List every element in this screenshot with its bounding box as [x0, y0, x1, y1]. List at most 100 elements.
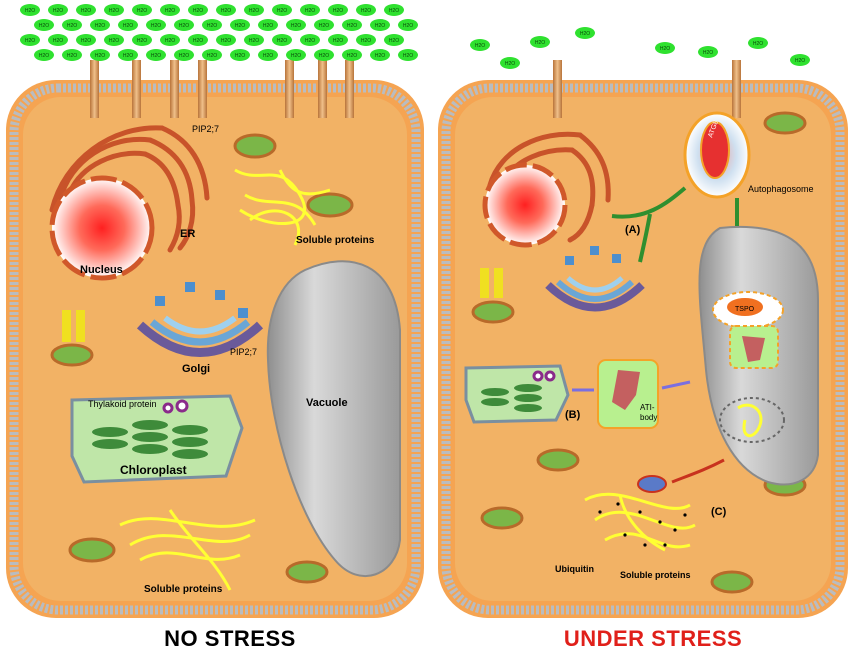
water-molecule: H2O — [90, 49, 110, 61]
water-molecule: H2O — [104, 4, 124, 16]
aquaporin-channels-left — [90, 60, 354, 118]
chloroplast-label: Chloroplast — [120, 463, 187, 477]
svg-text:H2O: H2O — [109, 8, 119, 14]
svg-text:H2O: H2O — [277, 38, 287, 44]
pathway-b-label: (B) — [565, 409, 581, 421]
svg-text:H2O: H2O — [25, 38, 35, 44]
atg8-protein — [700, 121, 730, 179]
water-molecule: H2O — [76, 34, 96, 46]
water-molecule: H2O — [188, 4, 208, 16]
svg-text:H2O: H2O — [123, 53, 133, 59]
water-molecule: H2O — [356, 34, 376, 46]
svg-text:H2O: H2O — [333, 38, 343, 44]
water-molecule: H2O — [230, 19, 250, 31]
svg-text:H2O: H2O — [753, 41, 763, 47]
svg-text:H2O: H2O — [263, 53, 273, 59]
ubiquitin-dots — [598, 502, 687, 547]
water-molecule: H2O — [132, 34, 152, 46]
golgi-label: Golgi — [182, 363, 210, 375]
chloroplast — [464, 364, 570, 424]
vacuolar-cargo — [712, 291, 785, 443]
water-molecule: H2O — [20, 4, 40, 16]
svg-text:H2O: H2O — [207, 23, 217, 29]
water-molecule: H2O — [370, 19, 390, 31]
svg-text:H2O: H2O — [389, 38, 399, 44]
svg-text:H2O: H2O — [165, 38, 175, 44]
water-molecule: H2O — [398, 49, 418, 61]
water-molecule: H2O — [698, 46, 718, 58]
water-molecule: H2O — [314, 19, 334, 31]
svg-text:H2O: H2O — [660, 46, 670, 52]
svg-text:H2O: H2O — [221, 8, 231, 14]
soluble-proteins-top — [234, 168, 331, 246]
water-molecule: H2O — [90, 19, 110, 31]
water-molecule: H2O — [300, 34, 320, 46]
water-molecule: H2O — [202, 19, 222, 31]
water-molecule: H2O — [62, 19, 82, 31]
water-molecule: H2O — [300, 4, 320, 16]
ati-body-cargo — [612, 370, 640, 410]
water-molecule: H2O — [655, 42, 675, 54]
svg-text:H2O: H2O — [137, 8, 147, 14]
yellow-channel-protein — [480, 268, 503, 298]
svg-text:H2O: H2O — [305, 8, 315, 14]
soluble-proteins-top-label: Soluble proteins — [296, 235, 375, 246]
thylakoid-label: Thylakoid protein — [88, 399, 157, 409]
ati-body-label-2: body — [640, 413, 657, 422]
svg-text:H2O: H2O — [703, 50, 713, 56]
water-molecule: H2O — [342, 19, 362, 31]
svg-text:H2O: H2O — [165, 8, 175, 14]
nucleus-label: Nucleus — [80, 264, 123, 276]
svg-text:H2O: H2O — [235, 53, 245, 59]
water-molecule: H2O — [160, 34, 180, 46]
svg-text:H2O: H2O — [67, 53, 77, 59]
golgi-apparatus — [136, 282, 264, 357]
svg-text:H2O: H2O — [505, 61, 515, 67]
water-molecule: H2O — [244, 4, 264, 16]
svg-text:H2O: H2O — [305, 38, 315, 44]
svg-text:H2O: H2O — [277, 8, 287, 14]
water-molecule: H2O — [500, 57, 520, 69]
receptor-protein — [637, 475, 667, 493]
autophagosome-label: Autophagosome — [748, 184, 814, 194]
under-stress-cell: ATG8 Autophagosome (A) (B) (C) TSPO ATI-… — [438, 60, 848, 618]
svg-text:H2O: H2O — [193, 8, 203, 14]
svg-text:H2O: H2O — [535, 40, 545, 46]
svg-text:H2O: H2O — [291, 23, 301, 29]
water-molecule: H2O — [286, 49, 306, 61]
svg-text:H2O: H2O — [109, 38, 119, 44]
endoplasmic-reticulum — [49, 125, 210, 253]
svg-text:H2O: H2O — [53, 38, 63, 44]
aquaporin-channels-right — [553, 60, 741, 118]
water-molecule: H2O — [160, 4, 180, 16]
svg-text:H2O: H2O — [249, 8, 259, 14]
svg-text:H2O: H2O — [333, 8, 343, 14]
water-molecule: H2O — [118, 49, 138, 61]
svg-text:H2O: H2O — [403, 53, 413, 59]
pip-top-label: PIP2;7 — [192, 124, 219, 134]
water-molecules: H2O H2O H2O H2O H2O H2O H2O H2O H2O H2O H2O H2O H2O H… — [20, 4, 810, 69]
svg-text:H2O: H2O — [137, 38, 147, 44]
svg-text:H2O: H2O — [25, 8, 35, 14]
soluble-proteins-label: Soluble proteins — [620, 570, 691, 580]
water-molecule: H2O — [272, 34, 292, 46]
svg-text:H2O: H2O — [375, 53, 385, 59]
water-molecule: H2O — [258, 49, 278, 61]
svg-text:H2O: H2O — [81, 8, 91, 14]
svg-text:H2O: H2O — [319, 23, 329, 29]
svg-text:H2O: H2O — [39, 23, 49, 29]
svg-text:H2O: H2O — [795, 58, 805, 64]
svg-text:H2O: H2O — [81, 38, 91, 44]
svg-text:H2O: H2O — [361, 38, 371, 44]
soluble-proteins-bottom — [119, 509, 256, 591]
pathway-b-arrows — [572, 380, 691, 392]
pip-golgi-label: PIP2;7 — [230, 347, 257, 357]
water-molecule: H2O — [132, 4, 152, 16]
svg-text:H2O: H2O — [151, 53, 161, 59]
water-molecule: H2O — [34, 49, 54, 61]
nucleus — [482, 162, 568, 248]
water-molecule: H2O — [370, 49, 390, 61]
ubiquitinated-soluble-proteins — [584, 492, 696, 552]
water-molecule: H2O — [62, 49, 82, 61]
